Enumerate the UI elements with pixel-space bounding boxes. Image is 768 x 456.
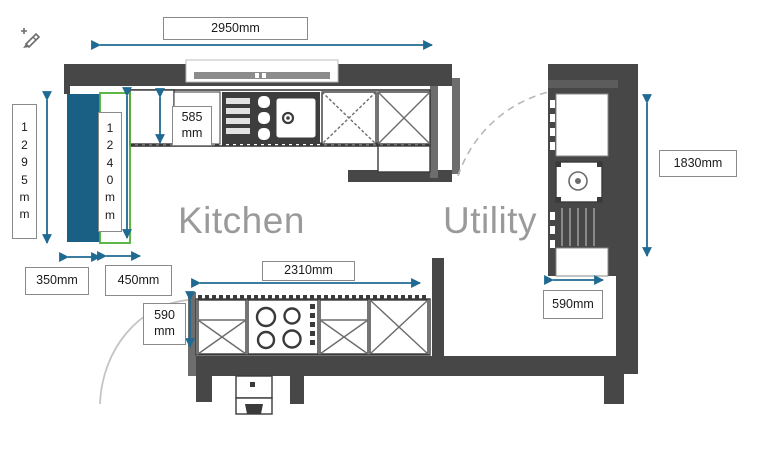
dim-char: 0 [106, 173, 114, 187]
sink-unit [254, 92, 320, 144]
hob-unit [247, 299, 319, 355]
fridge-highlight[interactable] [67, 94, 100, 242]
room-label-utility: Utility [443, 200, 537, 241]
dim-char: 4 [106, 155, 114, 170]
dimension-label-590mm-bottom[interactable]: 590 mm [143, 303, 186, 345]
oven-unit [222, 92, 254, 144]
dim-char: 2 [21, 137, 28, 152]
dimension-label-590mm-utility[interactable]: 590mm [543, 290, 603, 319]
dim-char: 9 [21, 155, 28, 170]
dim-char: m [19, 189, 30, 204]
dimension-label-1830mm[interactable]: 1830mm [659, 150, 737, 177]
washing-machine [555, 161, 603, 203]
door-swing-kitchen-utility [457, 91, 549, 177]
dimension-label-2950mm[interactable]: 2950mm [163, 17, 308, 40]
dim-char: 1 [21, 120, 28, 135]
dimension-label-1240mm[interactable]: 1 2 4 0 m m [98, 112, 122, 232]
dimension-label-585mm[interactable]: 585 mm [172, 106, 212, 146]
utility-fittings [548, 80, 618, 277]
walls [64, 64, 638, 404]
below-wall-fixture [235, 375, 273, 415]
kitchen-bottom-counter-run [195, 295, 431, 356]
dim-char: 5 [21, 172, 28, 187]
dimension-label-450mm[interactable]: 450mm [105, 265, 172, 296]
dim-char: 1 [106, 120, 114, 135]
window-top [185, 59, 339, 83]
room-label-kitchen: Kitchen [178, 200, 305, 241]
dim-char: m [19, 207, 30, 222]
dim-char: m [105, 190, 115, 205]
magic-wand-icon[interactable] [18, 26, 44, 57]
dimension-label-350mm[interactable]: 350mm [25, 267, 89, 295]
dimension-label-1295mm[interactable]: 1 2 9 5 m m [12, 104, 37, 239]
dimension-arrows [42, 40, 652, 348]
dimension-label-2310mm[interactable]: 2310mm [262, 261, 355, 281]
dim-char: 2 [106, 138, 114, 153]
dim-char: m [105, 207, 115, 222]
